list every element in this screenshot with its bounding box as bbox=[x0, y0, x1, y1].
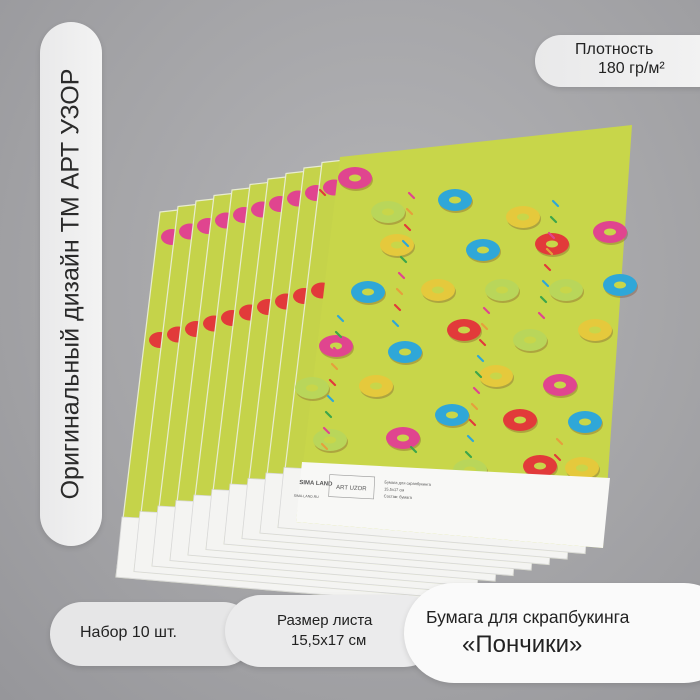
sprinkle bbox=[407, 191, 416, 200]
product-title-badge: Бумага для скрапбукинга «Пончики» bbox=[404, 583, 700, 683]
sprinkle bbox=[555, 437, 564, 446]
sprinkle bbox=[324, 410, 333, 419]
sprinkle bbox=[332, 346, 341, 355]
sprinkle bbox=[395, 287, 404, 296]
donut-icon bbox=[359, 375, 394, 399]
donut-icon bbox=[438, 189, 473, 213]
donut-icon bbox=[388, 341, 423, 365]
front-sheet: SIMA LAND SIMA-LAND.RU ART UZOR Бумага для … bbox=[294, 125, 638, 548]
paper-label-text: Состав: бумага bbox=[384, 493, 413, 500]
sprinkle bbox=[334, 330, 343, 339]
sprinkle bbox=[549, 215, 558, 224]
donut-icon bbox=[506, 206, 541, 230]
donut-icon bbox=[435, 404, 470, 428]
sprinkle bbox=[336, 314, 345, 323]
density-value: 180 гр/м² bbox=[598, 60, 665, 77]
sprinkle bbox=[397, 271, 406, 280]
donut-icon bbox=[578, 319, 613, 343]
sprinkle bbox=[468, 418, 477, 427]
donut-icon bbox=[479, 365, 514, 389]
donut-icon bbox=[447, 319, 482, 343]
sprinkle bbox=[539, 295, 548, 304]
donut-icon bbox=[503, 409, 538, 433]
sheet-size-label: Размер листа bbox=[277, 612, 373, 629]
donut-icon bbox=[351, 281, 386, 305]
sprinkle bbox=[403, 223, 412, 232]
sprinkle bbox=[405, 207, 414, 216]
donut-icon bbox=[319, 335, 354, 359]
donut-icon bbox=[535, 233, 570, 257]
sprinkle bbox=[537, 311, 546, 320]
donut-icon bbox=[371, 201, 406, 225]
set-count-badge: Набор 10 шт. bbox=[50, 602, 255, 666]
donut-icon bbox=[549, 279, 584, 303]
sprinkle bbox=[543, 263, 552, 272]
paper-label-text: SIMA LAND bbox=[299, 480, 333, 488]
sprinkle bbox=[541, 279, 550, 288]
donut-icon bbox=[295, 377, 330, 401]
design-banner-text: Оригинальный дизайн ТМ АРТ УЗОР bbox=[56, 68, 85, 500]
sprinkle bbox=[318, 188, 327, 197]
sprinkle bbox=[399, 255, 408, 264]
donut-icon bbox=[565, 457, 600, 481]
sprinkle bbox=[322, 426, 331, 435]
paper-label-text: 15,5x17 см bbox=[384, 486, 405, 492]
donut-icon bbox=[568, 411, 603, 435]
donut-icon bbox=[338, 167, 373, 191]
sprinkle bbox=[328, 378, 337, 387]
sprinkle bbox=[472, 386, 481, 395]
sprinkle bbox=[553, 453, 562, 462]
paper-label-text: Бумага для скрапбукинга bbox=[384, 479, 431, 486]
donut-icon bbox=[523, 455, 558, 479]
design-banner: Оригинальный дизайн ТМ АРТ УЗОР bbox=[40, 22, 102, 546]
sprinkle bbox=[409, 445, 418, 454]
paper-label: SIMA LAND SIMA-LAND.RU ART UZOR Бумага для … bbox=[294, 474, 432, 500]
sprinkle bbox=[476, 354, 485, 363]
sprinkle bbox=[464, 450, 473, 459]
sprinkle bbox=[391, 319, 400, 328]
sprinkle bbox=[326, 394, 335, 403]
donut-icon bbox=[466, 239, 501, 263]
paper-label-text: SIMA-LAND.RU bbox=[294, 494, 320, 499]
donut-icon bbox=[513, 329, 548, 353]
sprinkle bbox=[547, 231, 556, 240]
density-badge: Плотность 180 гр/м² bbox=[535, 35, 700, 87]
sprinkle bbox=[330, 362, 339, 371]
sprinkle bbox=[545, 247, 554, 256]
sprinkle bbox=[478, 338, 487, 347]
sprinkle bbox=[401, 239, 410, 248]
sprinkle bbox=[551, 199, 560, 208]
donut-icon bbox=[593, 221, 628, 245]
sprinkle bbox=[320, 442, 329, 451]
sheet-size-value: 15,5x17 см bbox=[291, 632, 367, 649]
product-title-line2: «Пончики» bbox=[462, 631, 583, 658]
donut-icon bbox=[543, 374, 578, 398]
donut-icon bbox=[386, 427, 421, 451]
sprinkle bbox=[470, 402, 479, 411]
donut-icon bbox=[603, 274, 638, 298]
sprinkle bbox=[474, 370, 483, 379]
sprinkle bbox=[482, 306, 491, 315]
sprinkle bbox=[480, 322, 489, 331]
donut-icon bbox=[380, 234, 415, 258]
product-title-line1: Бумага для скрапбукинга bbox=[426, 607, 630, 627]
sprinkle bbox=[393, 303, 402, 312]
art-uzor-logo-box bbox=[328, 474, 376, 500]
donut-icon bbox=[313, 429, 348, 453]
sprinkle bbox=[466, 434, 475, 443]
donut-icon bbox=[421, 279, 456, 303]
density-label: Плотность bbox=[575, 41, 654, 58]
paper-label-text: ART UZOR bbox=[336, 485, 367, 493]
set-count-text: Набор 10 шт. bbox=[80, 624, 177, 641]
donut-icon bbox=[485, 279, 520, 303]
